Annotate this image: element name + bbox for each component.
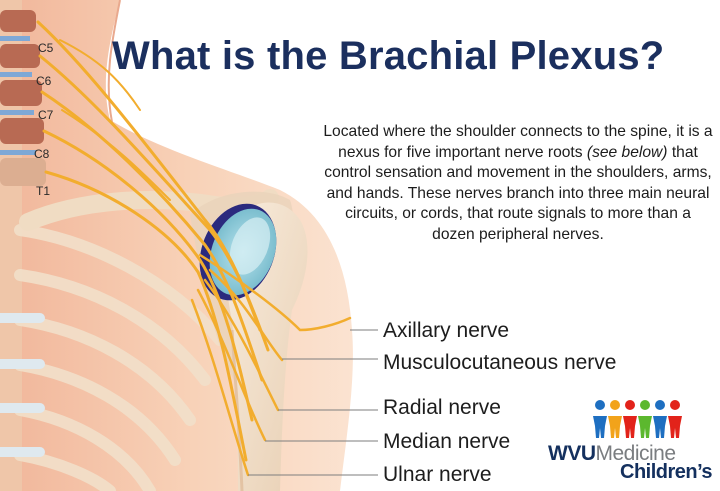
description-part-2: that control sensation and movement in t… <box>324 143 712 243</box>
logo-brand: WVU <box>548 442 596 465</box>
vertebra-label-c8: C8 <box>34 147 50 161</box>
child-figure-icon <box>608 400 622 438</box>
child-figure-icon <box>668 400 682 438</box>
child-figure-icon <box>638 400 652 438</box>
rib-cartilage <box>0 313 45 457</box>
logo-wordmark: WVUMedicine <box>548 442 676 466</box>
description-part-1: Located where the shoulder connects to t… <box>323 123 713 161</box>
vertebra-label-t1: T1 <box>36 184 51 198</box>
child-figure-icon <box>623 400 637 438</box>
label-ulnar-nerve: Ulnar nerve <box>383 463 492 486</box>
vertebra-label-c7: C7 <box>38 108 54 122</box>
label-radial-nerve: Radial nerve <box>383 396 501 419</box>
page-title: What is the Brachial Plexus? <box>112 34 665 78</box>
brachial-plexus-nerves <box>36 20 352 477</box>
description-emphasis: (see below) <box>586 143 668 161</box>
child-figure-icon <box>593 400 607 438</box>
wvu-medicine-childrens-logo: WVUMedicine Children’s <box>548 398 718 488</box>
logo-subtitle: Children’s <box>620 461 713 483</box>
label-axillary-nerve: Axillary nerve <box>383 319 510 342</box>
label-musculocutaneous-nerve: Musculocutaneous nerve <box>383 351 617 374</box>
nerve-leader-lines <box>248 329 378 476</box>
label-median-nerve: Median nerve <box>383 430 511 453</box>
child-figure-icon <box>653 400 667 438</box>
description-text: Located where the shoulder connects to t… <box>322 122 714 246</box>
logo-brand-suffix: Medicine <box>595 442 677 465</box>
vertebra-label-c5: C5 <box>38 41 54 55</box>
children-figures-icon <box>593 400 682 438</box>
vertebra-label-c6: C6 <box>36 74 52 88</box>
